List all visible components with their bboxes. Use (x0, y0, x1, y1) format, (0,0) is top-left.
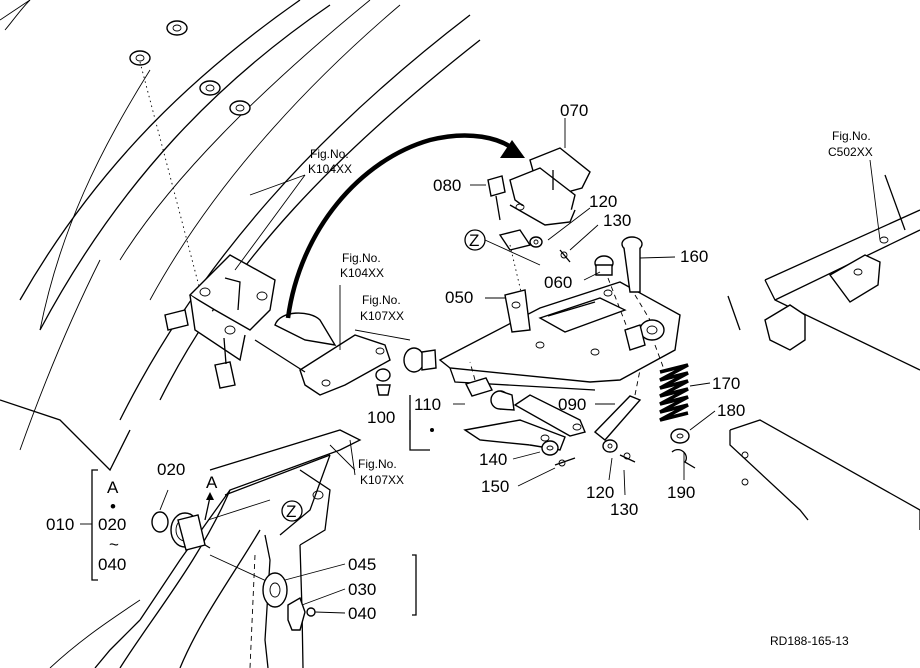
part-030-key (287, 596, 306, 631)
figref-c502-line2: C502XX (828, 145, 873, 159)
part-050-plate (438, 281, 681, 391)
label-120-top: 120 (589, 192, 617, 211)
lower-left-lever (49, 429, 362, 668)
label-110: 110 (414, 395, 441, 414)
key-cylinder-icon (170, 512, 211, 551)
part-100-bar (463, 419, 566, 451)
z-label-bottom: Z (286, 502, 296, 521)
figref-k107-mid-line1: Fig.No. (362, 293, 401, 307)
figref-k107-low-line2: K107XX (360, 473, 404, 487)
label-060: 060 (544, 273, 572, 292)
figref-k107-low-line1: Fig.No. (358, 457, 397, 471)
hex-nut-icon (129, 20, 251, 116)
left-hinge-bracket (188, 254, 276, 362)
figref-k104-top-line2: K104XX (308, 162, 352, 176)
cotter-pin-icon (559, 249, 571, 263)
figref-k107-mid-line2: K107XX (360, 309, 404, 323)
label-150: 150 (481, 477, 509, 496)
part-190-clip (671, 448, 696, 469)
part-090-link (513, 394, 642, 441)
label-120-bottom: 120 (586, 483, 614, 502)
label-010: 010 (46, 515, 74, 534)
z-reference-marker-lower (281, 500, 303, 522)
part-120-washer-lower (602, 439, 618, 453)
figref-k104-mid-line1: Fig.No. (342, 251, 381, 265)
part-130-cotter-lower (619, 452, 636, 463)
part-110-pin (465, 377, 515, 411)
part-170-spring (659, 363, 689, 422)
label-040: 040 (348, 604, 376, 623)
label-020: 020 (157, 460, 185, 479)
group-tilde: ~ (109, 535, 119, 554)
part-080-bolt (487, 175, 506, 221)
part-040-screw (306, 607, 316, 617)
figref-k104-mid-line2: K104XX (340, 266, 384, 280)
right-frame-panel (727, 174, 920, 530)
arrow-label-a: A (206, 473, 218, 492)
label-140: 140 (479, 450, 507, 469)
figref-c502-line1: Fig.No. (832, 129, 871, 143)
group-label-a: A (107, 478, 119, 497)
curved-arrow-icon (285, 133, 525, 319)
group-045-bracket (412, 554, 417, 616)
figref-k104-top-line1: Fig.No. (310, 147, 349, 161)
label-190: 190 (667, 483, 695, 502)
label-090: 090 (558, 395, 586, 414)
label-130-bottom: 130 (610, 500, 638, 519)
fender-outline (0, 0, 481, 472)
part-020-cap (151, 511, 169, 533)
label-030: 030 (348, 580, 376, 599)
part-045-washer (262, 572, 288, 608)
part-180-washer (670, 428, 690, 444)
label-045: 045 (348, 555, 376, 574)
part-060-bolt (594, 255, 614, 276)
washer-icon (529, 236, 543, 248)
part-160-pin (621, 236, 643, 293)
label-100: 100 (367, 408, 395, 427)
label-180: 180 (717, 401, 745, 420)
label-070: 070 (560, 101, 588, 120)
leader-lines (80, 118, 716, 614)
group-010-bracket (91, 469, 98, 581)
part-070-bracket (498, 147, 591, 251)
label-170: 170 (712, 374, 740, 393)
label-050: 050 (445, 288, 473, 307)
group-label-020: 020 (98, 515, 126, 534)
group-label-040: 040 (98, 555, 126, 574)
label-080: 080 (433, 176, 461, 195)
label-160: 160 (680, 247, 708, 266)
bolt-icon (164, 309, 236, 389)
z-label-top: Z (469, 231, 479, 250)
middle-bracket (254, 312, 391, 396)
label-130-top: 130 (603, 211, 631, 230)
drawing-code: RD188-165-13 (770, 634, 849, 648)
group-bullet: • (110, 497, 116, 516)
part-140-washer (541, 440, 559, 456)
part-150-pin (554, 457, 576, 467)
knob-icon (375, 347, 437, 396)
